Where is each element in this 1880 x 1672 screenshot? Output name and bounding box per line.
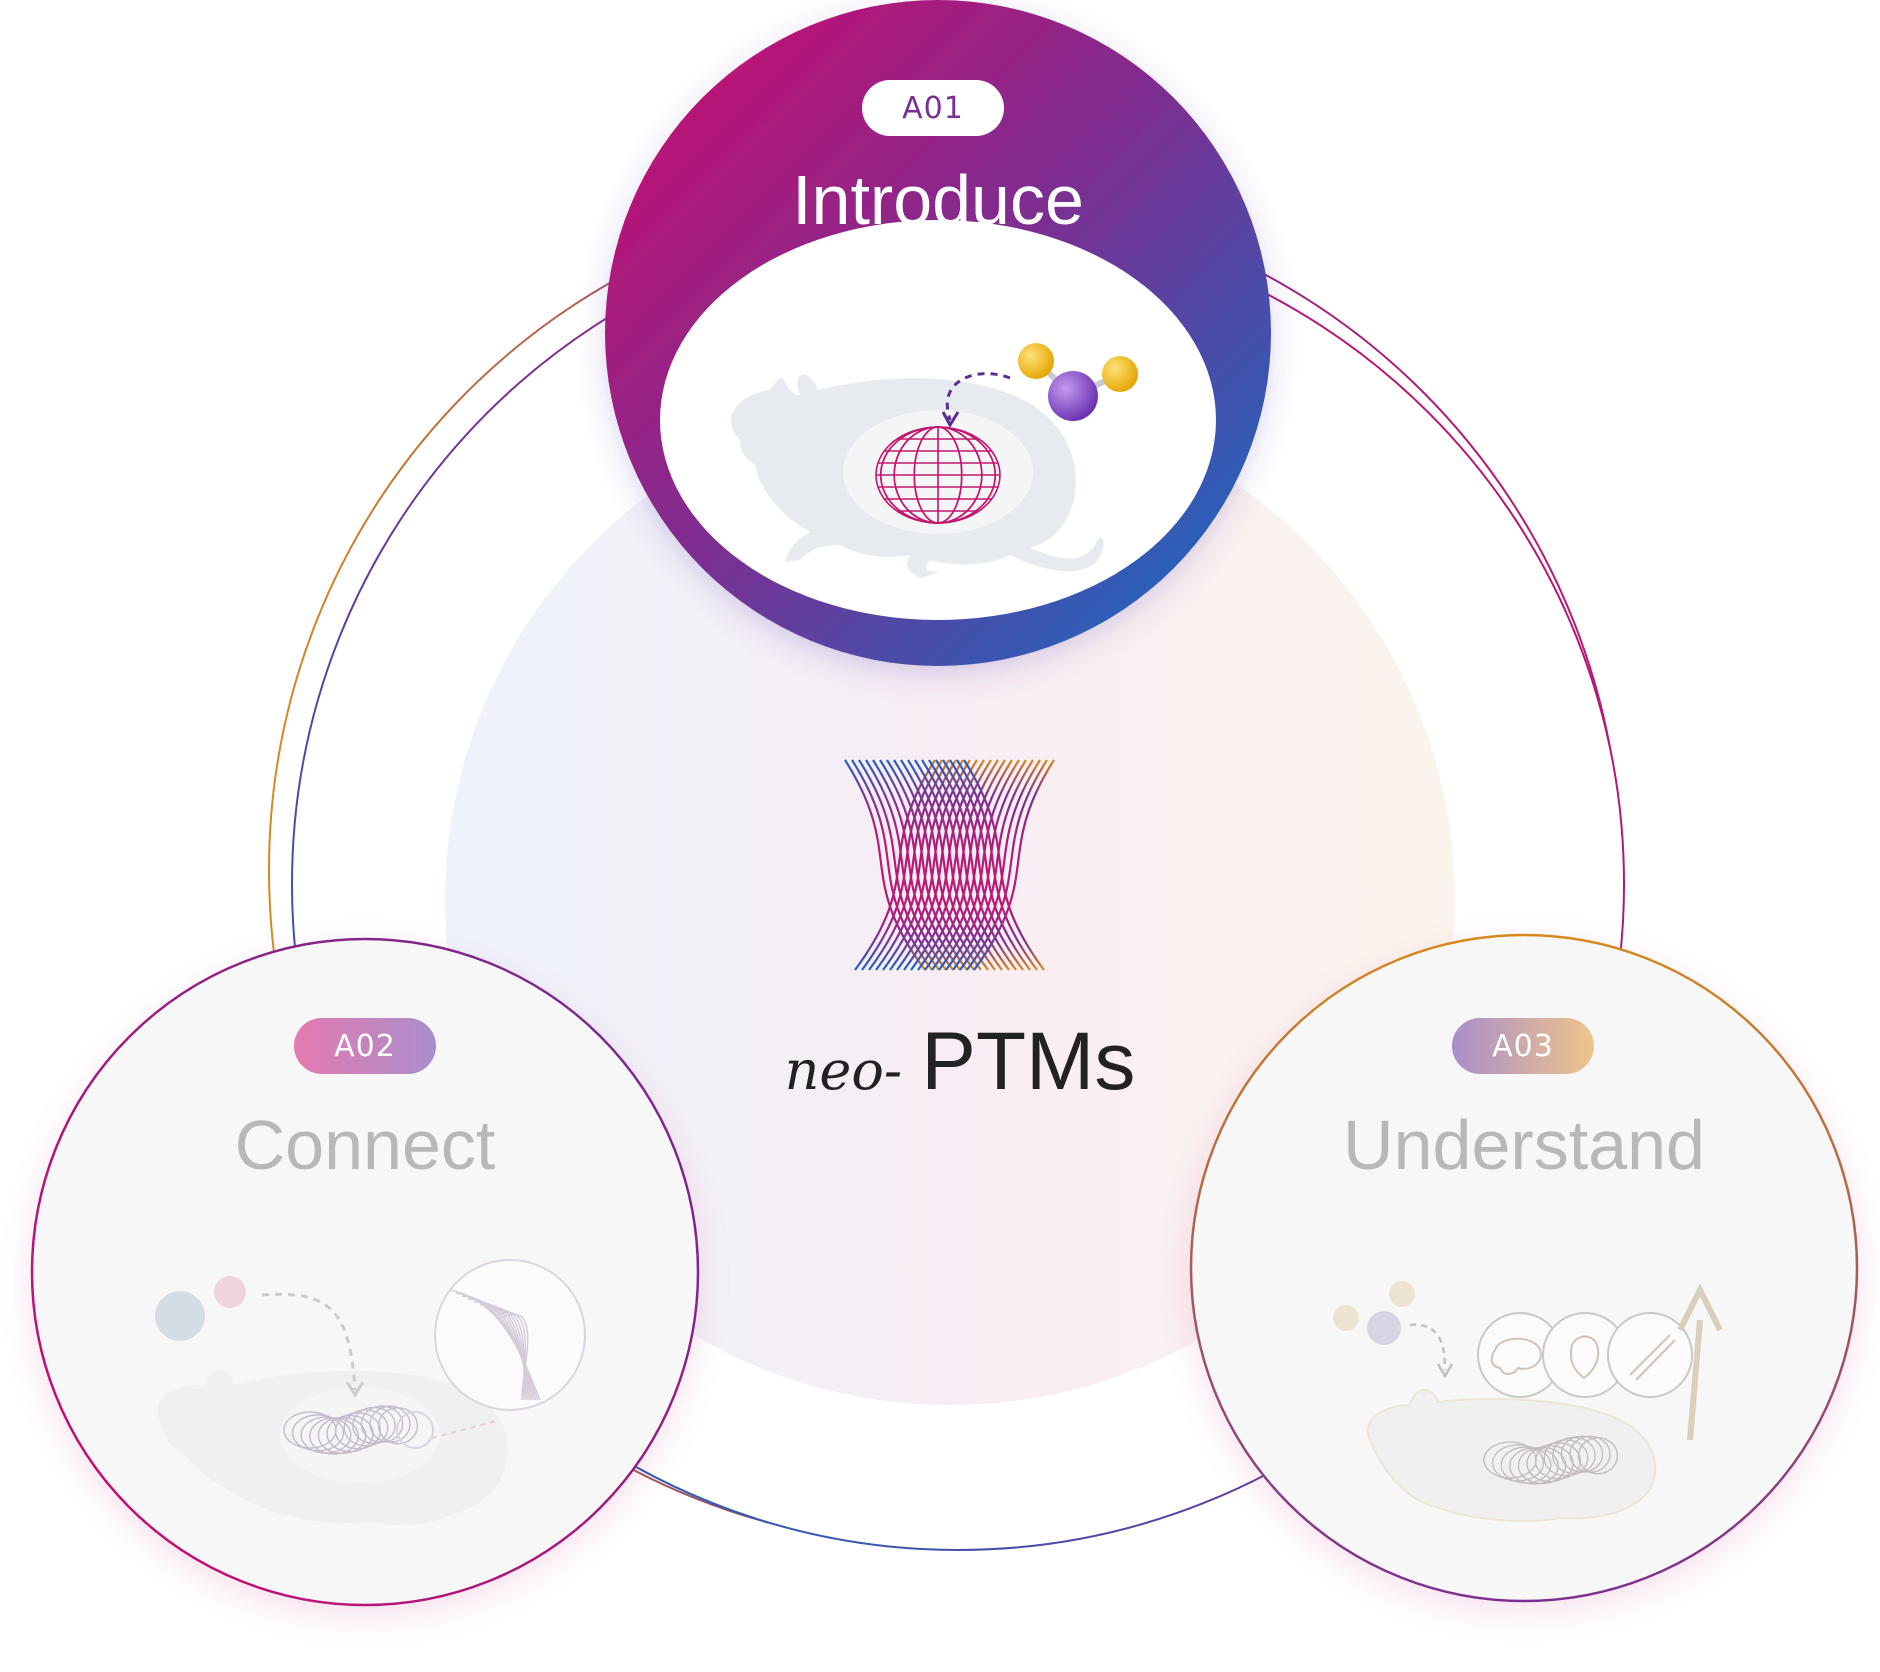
wordmark-prefix: neo- <box>784 1039 903 1102</box>
title-connect[interactable]: Connect <box>234 1106 496 1184</box>
title-understand[interactable]: Understand <box>1343 1106 1705 1184</box>
wordmark-title: PTMs <box>921 1016 1136 1107</box>
neo-ptms-logo-icon <box>844 759 1055 971</box>
mouse-organs-arrow-icon <box>1333 1281 1723 1523</box>
badge-a02: A02 <box>294 1018 436 1074</box>
mouse-molecule-sphere-icon <box>731 343 1138 578</box>
badge-a03: A03 <box>1452 1018 1594 1074</box>
center-wordmark: neo- PTMs <box>740 1015 1180 1109</box>
title-introduce[interactable]: Introduce <box>792 161 1084 239</box>
mouse-protein-zoom-icon <box>155 1259 586 1526</box>
badge-a01: A01 <box>862 80 1004 136</box>
organ-bubbles <box>1477 1312 1693 1398</box>
